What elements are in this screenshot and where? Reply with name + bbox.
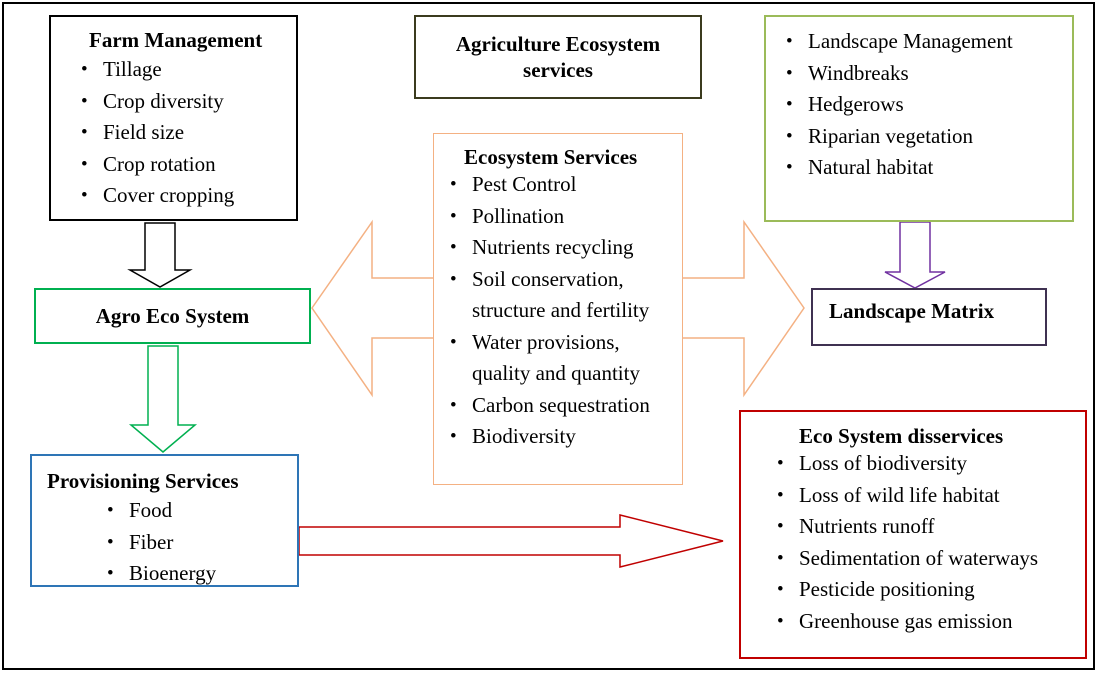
provisioning-service-item: Food xyxy=(91,495,297,527)
landscape-management-item: Landscape Management xyxy=(770,26,1072,58)
farm-management-list: TillageCrop diversityField sizeCrop rota… xyxy=(65,54,296,212)
landscape-management-item: Natural habitat xyxy=(770,152,1072,184)
provisioning-services-list: FoodFiberBioenergy xyxy=(91,495,297,590)
ecosystem-service-item: Biodiversity xyxy=(434,421,678,453)
provisioning-services-title: Provisioning Services xyxy=(47,469,239,493)
landscape-management-list: Landscape ManagementWindbreaksHedgerowsR… xyxy=(770,26,1072,184)
agro-eco-system-box: Agro Eco System xyxy=(34,288,311,344)
landscape-management-box: Landscape ManagementWindbreaksHedgerowsR… xyxy=(764,15,1074,222)
ecosystem-service-item: Water provisions, quality and quantity xyxy=(434,327,678,390)
farm-management-item: Field size xyxy=(65,117,296,149)
farm-management-title: Farm Management xyxy=(89,28,263,52)
ecosystem-service-item: Pest Control xyxy=(434,169,678,201)
diagram-title: Agriculture Ecosystem services xyxy=(455,32,661,82)
landscape-to-matrix-arrow xyxy=(884,221,946,289)
farm-management-item: Crop rotation xyxy=(65,149,296,181)
agro-eco-system-label: Agro Eco System xyxy=(95,303,250,328)
farm-management-item: Tillage xyxy=(65,54,296,86)
ecosystem-services-list: Pest ControlPollinationNutrients recycli… xyxy=(434,169,682,453)
ecosystem-services-title: Ecosystem Services xyxy=(464,145,638,169)
disservice-item: Pesticide positioning xyxy=(761,574,1085,606)
ecosystem-double-arrow-right xyxy=(681,219,805,398)
ecosystem-service-item: Carbon sequestration xyxy=(434,390,678,422)
disservice-item: Loss of biodiversity xyxy=(761,448,1085,480)
provisioning-service-item: Fiber xyxy=(91,527,297,559)
provisioning-services-box: Provisioning Services FoodFiberBioenergy xyxy=(30,454,299,590)
title-box: Agriculture Ecosystem services xyxy=(414,15,702,99)
provisioning-to-disservices-arrow xyxy=(298,514,724,568)
disservices-list: Loss of biodiversityLoss of wild life ha… xyxy=(761,448,1085,637)
farm-to-agro-arrow xyxy=(127,222,193,288)
ecosystem-service-item: Nutrients recycling xyxy=(434,232,678,264)
provisioning-service-item: Bioenergy xyxy=(91,558,297,590)
ecosystem-service-item: Soil conservation, structure and fertili… xyxy=(434,264,678,327)
disservice-item: Sedimentation of waterways xyxy=(761,543,1085,575)
landscape-management-item: Riparian vegetation xyxy=(770,121,1072,153)
disservice-item: Nutrients runoff xyxy=(761,511,1085,543)
ecosystem-double-arrow-left xyxy=(311,219,435,398)
landscape-management-item: Hedgerows xyxy=(770,89,1072,121)
ecosystem-service-item: Pollination xyxy=(434,201,678,233)
agro-to-provisioning-arrow xyxy=(128,345,198,453)
disservices-box: Eco System disservices Loss of biodivers… xyxy=(739,410,1087,659)
disservice-item: Loss of wild life habitat xyxy=(761,480,1085,512)
landscape-matrix-label: Landscape Matrix xyxy=(829,298,995,323)
disservice-item: Greenhouse gas emission xyxy=(761,606,1085,638)
landscape-matrix-box: Landscape Matrix xyxy=(811,288,1047,346)
ecosystem-services-box: Ecosystem Services Pest ControlPollinati… xyxy=(433,133,683,485)
farm-management-box: Farm Management TillageCrop diversityFie… xyxy=(49,15,298,221)
farm-management-item: Cover cropping xyxy=(65,180,296,212)
disservices-title: Eco System disservices xyxy=(799,424,1004,448)
farm-management-item: Crop diversity xyxy=(65,86,296,118)
landscape-management-item: Windbreaks xyxy=(770,58,1072,90)
